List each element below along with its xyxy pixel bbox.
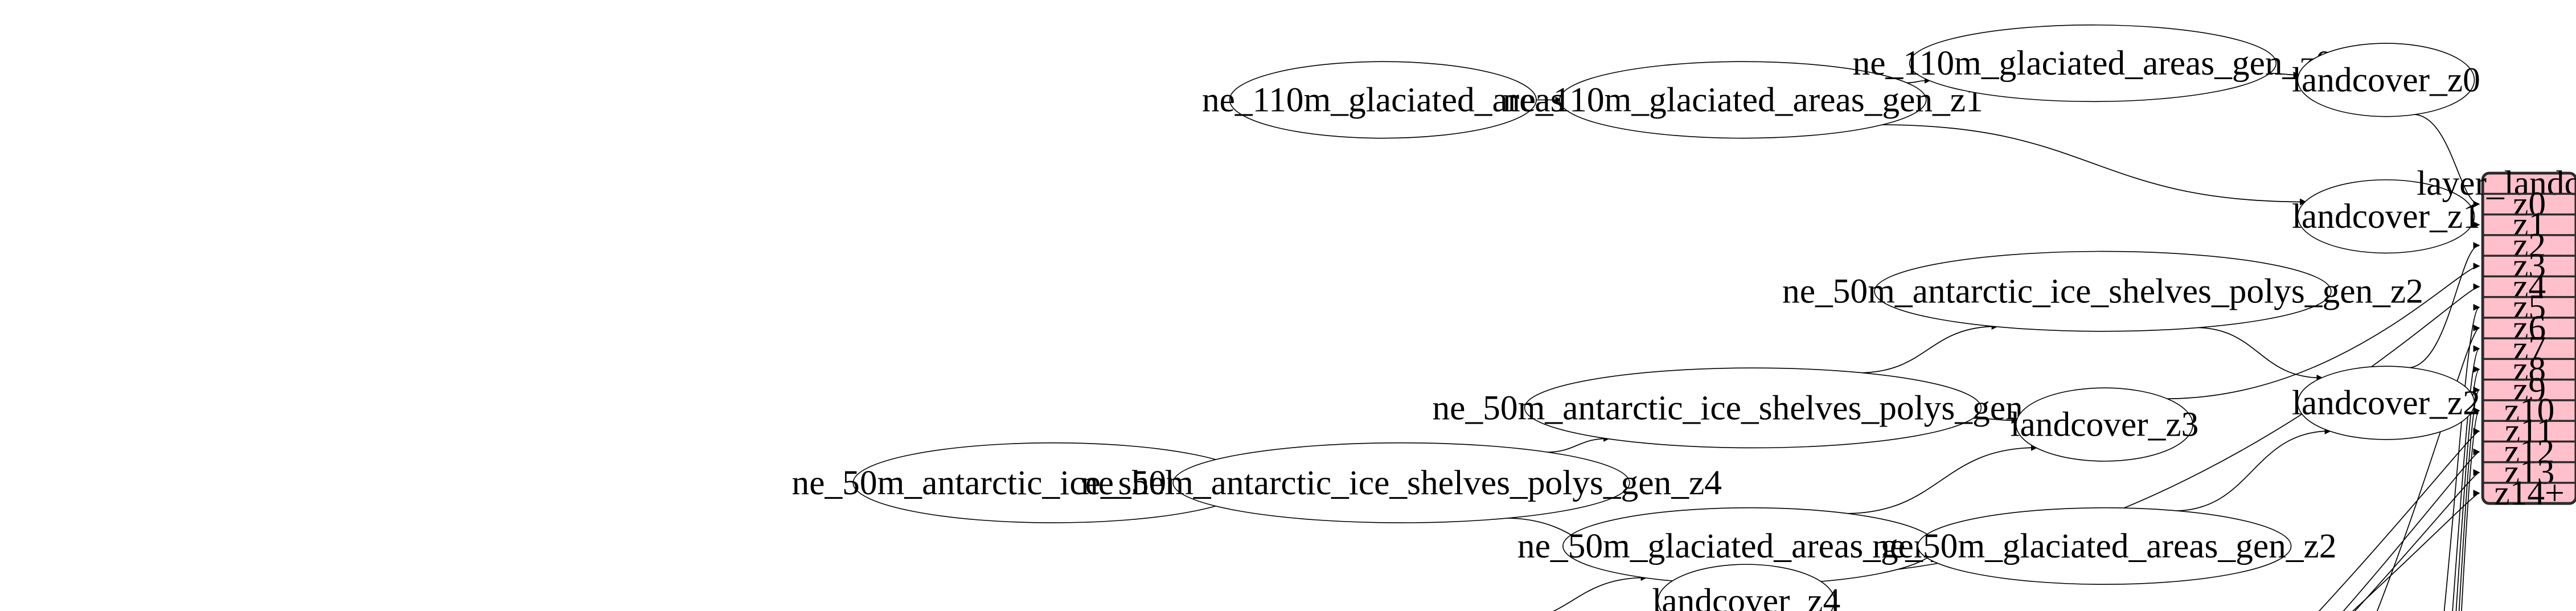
node-ellipse [1658,564,1835,611]
node-layer: imposm3osm_landcover_polygonsimplify_vw_… [791,25,2480,611]
table-row-z8[interactable]: z8 [2513,350,2546,388]
node-ellipse [1525,368,1982,448]
table-row-z11[interactable]: z11 [2505,412,2554,450]
graph-node-ne_50m_antarctic_ice_shelves_polys_gen_z4[interactable]: ne_50m_antarctic_ice_shelves_polys_gen_z… [1081,443,1722,523]
table-row-z4[interactable]: z4 [2513,267,2546,306]
node-label: ne_110m_glaciated_areas_gen_z1 [1503,80,1983,119]
node-ellipse [1918,508,2291,584]
table-row-z0[interactable]: z0 [2513,184,2546,223]
graph-edge [1880,125,2308,212]
graph-edge [1858,316,2000,373]
table-row-z5[interactable]: z5 [2513,288,2546,327]
table-row-z13[interactable]: z13 [2504,453,2555,492]
table-row-z9[interactable]: z9 [2513,371,2546,409]
node-ellipse [2298,366,2474,440]
graph-edge [2407,235,2481,368]
node-label: ne_50m_glaciated_areas_gen_z2 [1872,527,2336,565]
node-label: landcover_z4 [1652,581,1840,611]
graph-edge [633,464,2481,611]
node-ellipse [2298,180,2474,253]
graph-node-landcover_z0[interactable]: landcover_z0 [2292,43,2480,117]
table-row-z12[interactable]: z12 [2504,433,2555,471]
graph-edge [1844,437,2039,514]
graph-edge [1545,428,1611,452]
graph-node-ne_50m_glaciated_areas_gen_z2[interactable]: ne_50m_glaciated_areas_gen_z2 [1872,508,2337,584]
graph-edge [856,442,2481,611]
graph-edge [2173,421,2333,511]
graph-node-ne_110m_glaciated_areas[interactable]: ne_110m_glaciated_areas [1202,61,1564,138]
node-ellipse [1173,443,1630,523]
graph-edge [2383,401,2481,611]
node-label: ne_50m_glaciated_areas_gen_z3 [1517,527,1982,565]
graph-edge [2268,65,2302,85]
graph-edge [2413,114,2481,214]
node-ellipse [2016,388,2193,461]
table-row-z7[interactable]: z7 [2513,329,2546,368]
graph-node-landcover_z2[interactable]: landcover_z2 [2292,366,2480,440]
node-label: ne_50m_antarctic_ice_shelves_polys_gen_z… [1782,272,2423,311]
node-label: ne_110m_glaciated_areas_gen_z0 [1852,44,2333,83]
graph-node-ne_50m_glaciated_areas_gen_z3[interactable]: ne_50m_glaciated_areas_gen_z3 [1517,508,1982,584]
node-ellipse [1909,25,2276,101]
table-row-z10[interactable]: z10 [2504,391,2555,430]
graph-node-ne_110m_glaciated_areas_gen_z1[interactable]: ne_110m_glaciated_areas_gen_z1 [1503,61,1983,138]
graph-edge [2194,327,2325,388]
graph-edge [2166,256,2481,399]
layer-landcover-table: layer_landcoverz0z1z2z3z4z5z6z7z8z9z10z1… [2417,164,2576,512]
graph-edge [1971,410,2020,430]
table-row-z3[interactable]: z3 [2513,247,2546,285]
table-row-z6[interactable]: z6 [2513,309,2546,347]
node-label: ne_110m_glaciated_areas [1202,80,1564,119]
graph-edge [1499,567,1649,611]
graph-node-landcover_z4[interactable]: landcover_z4 [1652,564,1840,611]
node-ellipse [1230,61,1536,138]
table-header: layer_landcover [2417,164,2576,203]
graph-node-landcover_z3[interactable]: landcover_z3 [2010,388,2198,461]
node-label: landcover_z1 [2292,197,2480,236]
node-label: ne_50m_antarctic_ice_shelves_polys_gen_z… [1432,388,2073,427]
graph-edge [872,422,2481,611]
node-ellipse [1560,61,1926,138]
node-label: landcover_z0 [2292,60,2480,99]
graph-edge [2384,380,2481,611]
node-ellipse [2298,43,2474,117]
table-row-z2[interactable]: z2 [2513,226,2546,265]
node-ellipse [1874,251,2331,331]
graph-edge [288,484,2481,611]
node-label: landcover_z3 [2010,405,2198,444]
graph-node-ne_50m_antarctic_ice_shelves_polys_gen_z2[interactable]: ne_50m_antarctic_ice_shelves_polys_gen_z… [1782,251,2423,331]
node-label: ne_50m_antarctic_ice_shelves_polys_gen_z… [1081,464,1722,502]
graph-node-landcover_z1[interactable]: landcover_z1 [2292,180,2480,253]
node-label: landcover_z2 [2292,384,2480,423]
table-row-z1[interactable]: z1 [2513,206,2546,244]
graph-node-ne_50m_antarctic_ice_shelves_polys_gen_z3[interactable]: ne_50m_antarctic_ice_shelves_polys_gen_z… [1432,368,2073,448]
graph-node-ne_110m_glaciated_areas_gen_z0[interactable]: ne_110m_glaciated_areas_gen_z0 [1852,25,2333,101]
table-row-z14+[interactable]: z14+ [2494,474,2564,512]
